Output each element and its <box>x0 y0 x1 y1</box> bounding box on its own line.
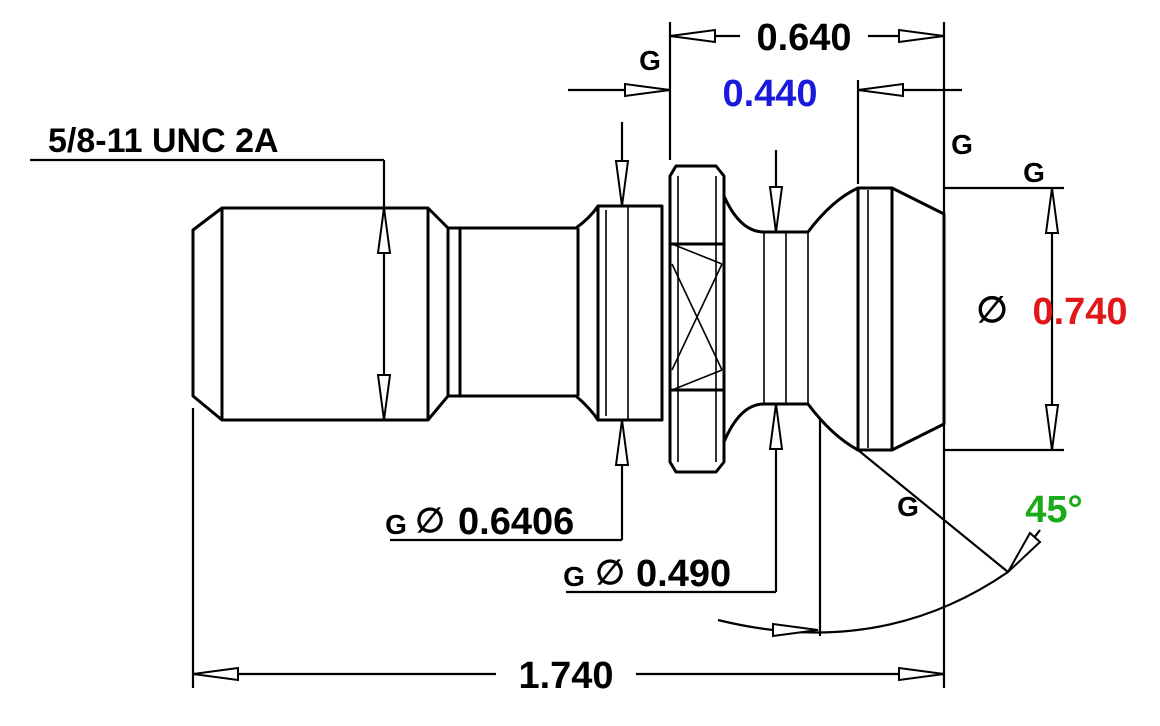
thread-section <box>191 206 450 422</box>
head <box>856 186 946 452</box>
hex-cross-4 <box>671 369 723 391</box>
grind-mark-head-face: G <box>951 129 973 160</box>
neck <box>722 186 859 452</box>
angle-label: 45° <box>1025 489 1082 531</box>
grind-mark-head-top: G <box>1023 157 1045 188</box>
shank <box>448 204 662 422</box>
grind-mark-neck-diameter: G <box>563 561 585 592</box>
head-length-label: 0.640 <box>756 17 851 59</box>
hex-cross-2 <box>671 263 723 371</box>
overall-length-label: 1.740 <box>518 655 613 697</box>
neck-length-label: 0.440 <box>722 73 817 115</box>
extension-lines <box>191 22 1064 688</box>
grind-mark-collar-left: G <box>639 45 661 76</box>
thread-spec-label: 5/8-11 UNC 2A <box>48 122 279 160</box>
part-outline <box>191 164 946 474</box>
labels: 1.740 0.640 0.440 0.740 ∅ 5/8-11 UNC 2A … <box>48 17 1128 697</box>
head-diameter-symbol: ∅ <box>976 289 1007 330</box>
grind-mark-collar-diameter: G <box>385 509 407 540</box>
hex-cross-3 <box>671 243 723 265</box>
dimension-lines <box>30 28 1060 682</box>
collar <box>596 204 664 422</box>
collar-diameter-label: 0.6406 <box>458 501 574 543</box>
head-diameter-label: 0.740 <box>1032 291 1127 333</box>
collar-diameter-symbol: ∅ <box>415 502 445 540</box>
grind-mark-cone: G <box>897 491 919 522</box>
neck-diameter-symbol: ∅ <box>595 554 625 592</box>
neck-diameter-label: 0.490 <box>636 553 731 595</box>
hex-flange <box>668 164 726 474</box>
